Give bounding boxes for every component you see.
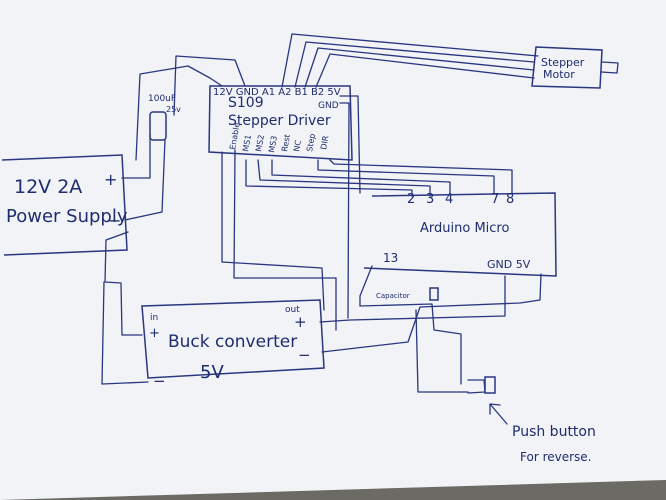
buck-minus-in: −	[153, 372, 166, 390]
capacitor-small-label: Capacitor	[376, 292, 410, 300]
push-button-label-1: Push button	[512, 424, 596, 440]
arduino-pin-2: 2	[407, 192, 415, 207]
stepper-driver-name: Stepper Driver	[228, 113, 331, 129]
push-button: Push button For reverse.	[467, 376, 596, 464]
stepper-motor: Stepper Motor	[531, 46, 619, 89]
wires	[101, 33, 542, 393]
buck-in-label: in	[150, 313, 158, 323]
power-supply-label-1: 12V 2A	[14, 176, 82, 198]
power-supply-label-2: Power Supply	[6, 206, 128, 227]
stepper-driver-top-pins: 12V GND A1 A2 B1 B2 5V	[213, 87, 341, 98]
driver-pin-dir: DIR	[319, 134, 330, 150]
buck-converter: in out + + − − Buck converter 5V	[141, 299, 325, 390]
arduino-label: Arduino Micro	[420, 221, 509, 236]
buck-out-label: out	[285, 305, 300, 315]
arduino-pin-8: 8	[506, 192, 514, 207]
arduino-pin-13: 13	[383, 251, 398, 265]
power-supply-minus: −	[108, 211, 121, 230]
arduino-pin-4: 4	[445, 192, 453, 207]
buck-plus-in: +	[149, 326, 160, 341]
stepper-driver-gnd-pin: GND	[318, 101, 339, 111]
driver-pin-nc: NC	[292, 139, 303, 152]
stepper-driver-model: S109	[228, 95, 264, 111]
capacitor-small: Capacitor	[376, 287, 439, 301]
push-button-label-2: For reverse.	[520, 450, 591, 464]
driver-pin-ms2: MS2	[254, 134, 266, 152]
arduino-gnd-5v: GND 5V	[487, 258, 531, 271]
arduino-micro: 2 3 4 7 8 Arduino Micro 13 GND 5V	[363, 192, 557, 277]
driver-pin-ms3: MS3	[267, 135, 279, 153]
stepper-motor-line-2: Motor	[543, 68, 575, 81]
driver-pin-step: Step	[305, 133, 317, 153]
buck-plus-out: +	[294, 313, 307, 331]
power-supply: 12V 2A Power Supply + −	[1, 154, 128, 256]
driver-pin-rest: Rest	[280, 134, 292, 153]
power-supply-plus: +	[104, 170, 117, 189]
stepper-driver: 12V GND A1 A2 B1 B2 5V S109 Stepper Driv…	[208, 85, 353, 161]
arduino-pin-3: 3	[426, 192, 434, 207]
stepper-motor-line-1: Stepper	[541, 56, 585, 69]
driver-pin-ms1: MS1	[241, 134, 253, 152]
buck-label-2: 5V	[200, 362, 224, 383]
capacitor-100uf-value-1: 100uF	[148, 94, 176, 104]
buck-label-1: Buck converter	[168, 332, 297, 352]
arduino-pin-7: 7	[491, 192, 499, 207]
buck-minus-out: −	[298, 346, 311, 364]
